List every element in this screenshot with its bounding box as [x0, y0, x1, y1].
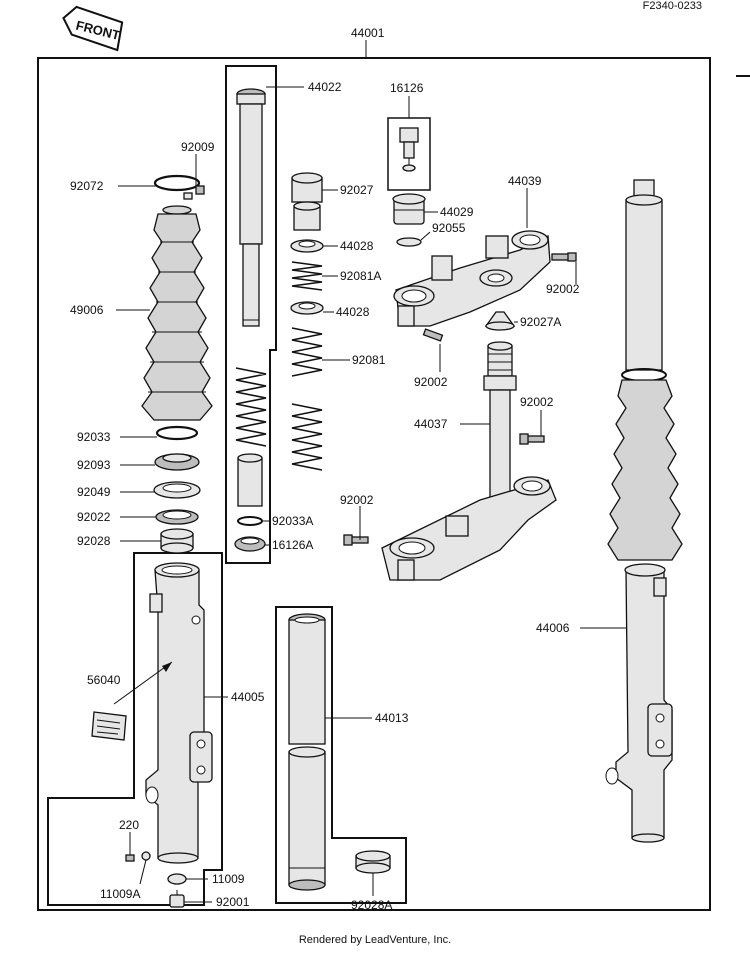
label-44005: 44005 — [231, 690, 265, 704]
label-16126A: 16126A — [272, 538, 313, 552]
upper-clamp-44039 — [393, 230, 551, 327]
assembled-fork-44006 — [605, 179, 683, 843]
bushing-92028A — [355, 850, 391, 874]
label-92028: 92028 — [77, 534, 111, 548]
label-44029: 44029 — [440, 205, 474, 219]
inner-frame-44013 — [275, 606, 407, 904]
label-92093: 92093 — [77, 458, 111, 472]
label-44013: 44013 — [375, 711, 409, 725]
air-valve-16126 — [399, 127, 419, 172]
bolt-92002-upper-right — [551, 252, 577, 262]
label-44028-upper: 44028 — [340, 239, 374, 253]
label-92002-upper-left: 92002 — [414, 375, 448, 389]
footer-credit: Rendered by LeadVenture, Inc. — [298, 934, 452, 946]
seat-44028-lower — [290, 301, 324, 315]
damper-tube-44022 — [236, 88, 266, 327]
diagram-code: F2340-0233 — [642, 0, 702, 12]
inner-frame-44022 — [225, 65, 277, 564]
label-11009: 11009 — [212, 872, 245, 886]
warning-label-56040 — [91, 661, 173, 741]
rebound-spring-44022 — [235, 367, 267, 447]
spring-92081A — [291, 261, 323, 291]
washer-11009A — [141, 851, 151, 861]
label-92033A: 92033A — [272, 514, 313, 528]
screw-220 — [125, 849, 135, 862]
bolt-92002-lower-right — [519, 433, 545, 445]
label-11009A: 11009A — [100, 887, 140, 901]
steering-stem-44037 — [483, 341, 517, 503]
ring-92033 — [155, 425, 199, 441]
label-92072: 92072 — [70, 179, 104, 193]
cap-bolt-44029 — [392, 193, 426, 225]
label-92002-lower-right: 92002 — [520, 395, 554, 409]
label-16126: 16126 — [390, 81, 424, 95]
bushing-92028 — [160, 528, 194, 554]
washer-92055 — [396, 237, 422, 247]
label-44028-lower: 44028 — [336, 305, 370, 319]
label-92049: 92049 — [77, 485, 111, 499]
bushing-92022 — [155, 509, 199, 525]
label-92027A: 92027A — [520, 315, 561, 329]
washer-92049 — [153, 481, 201, 499]
seal-16126A — [234, 536, 266, 552]
label-92028A: 92028A — [351, 898, 392, 912]
base-piece-44022 — [237, 453, 263, 507]
label-92033: 92033 — [77, 430, 111, 444]
gasket-11009 — [167, 873, 187, 885]
label-44037: 44037 — [414, 417, 448, 431]
label-92001: 92001 — [216, 895, 250, 909]
label-92002-lower-left: 92002 — [340, 493, 374, 507]
label-92081: 92081 — [352, 353, 386, 367]
label-92009: 92009 — [181, 140, 215, 154]
label-92081A: 92081A — [340, 269, 381, 283]
drain-bolt-92001 — [169, 890, 185, 908]
label-49006: 49006 — [70, 303, 104, 317]
clamp-92072 — [153, 174, 205, 200]
label-44001: 44001 — [351, 26, 385, 40]
label-220: 220 — [119, 818, 139, 832]
label-92027: 92027 — [340, 183, 374, 197]
label-44006: 44006 — [536, 621, 570, 635]
fork-spring-92081 — [291, 327, 323, 471]
inner-tube-44013 — [288, 613, 326, 891]
oil-seal-92093 — [154, 453, 200, 471]
outer-tube-44005 — [145, 562, 213, 864]
spacer-92027 — [291, 172, 323, 231]
bolt-92002-upper-left — [422, 328, 444, 342]
fork-boot-49006 — [141, 205, 213, 421]
ring-92033A — [237, 516, 263, 526]
front-badge: FRONT — [62, 5, 124, 52]
bolt-92002-lower-left — [343, 534, 369, 546]
label-44039: 44039 — [508, 174, 542, 188]
label-92002-upper-right: 92002 — [546, 282, 580, 296]
seat-44028-upper — [290, 239, 324, 253]
cap-92027A — [484, 311, 516, 331]
lower-clamp-44037 — [381, 476, 557, 581]
inner-frame-44005 — [47, 552, 223, 906]
outer-frame — [37, 40, 750, 911]
label-56040: 56040 — [87, 673, 121, 687]
label-92022: 92022 — [77, 510, 111, 524]
label-92055: 92055 — [432, 221, 466, 235]
label-44022: 44022 — [308, 80, 342, 94]
leader-lines — [116, 86, 626, 903]
